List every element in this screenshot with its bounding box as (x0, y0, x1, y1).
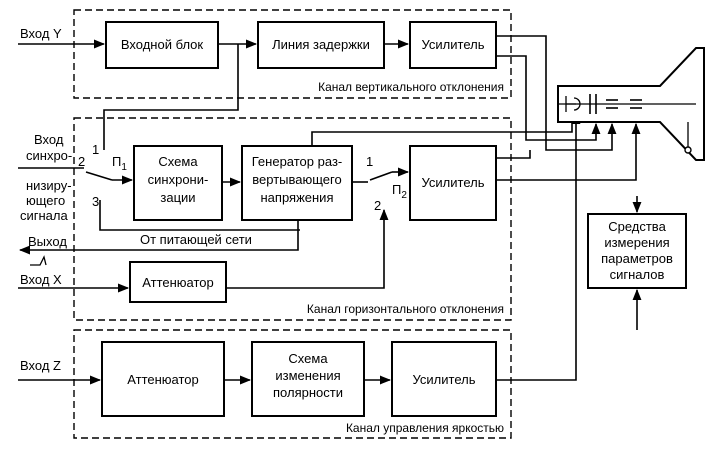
wire-attenuator-to-switch2 (226, 208, 389, 289)
wire-brightness-to-tube (496, 112, 581, 381)
wire-mains (99, 200, 300, 231)
input-y-label: Вход Y (20, 26, 62, 41)
input-z-label: Вход Z (20, 358, 61, 373)
input-block (105, 21, 219, 69)
measurement-label-2: измерения (604, 235, 669, 250)
wire-vert-amp-out-1 (496, 35, 617, 151)
input-x-label: Вход X (20, 272, 62, 287)
horizontal-amplifier-label: Усилитель (422, 175, 485, 190)
mains-label: От питающей сети (140, 232, 252, 247)
wire-hor-amp-out-1 (496, 150, 531, 159)
measurement-label-3: параметров (601, 251, 673, 266)
output-label: Выход (28, 234, 67, 249)
switch-p2-blade (369, 171, 393, 181)
attenuator-z-block (101, 341, 225, 417)
wire-hor-amp-out-2 (496, 122, 641, 181)
input-block-label: Входной блок (121, 37, 204, 52)
wire-vert-amp-out-2 (496, 55, 601, 141)
attenuator-z-label: Аттенюатор (127, 372, 199, 387)
input-sync-label-3: низиру- (26, 178, 72, 193)
sweep-generator-label-3: напряжения (261, 190, 334, 205)
horizontal-amplifier-block (409, 145, 497, 221)
horizontal-channel-group (73, 117, 512, 321)
input-sync-label-4: ющего (26, 193, 65, 208)
delay-line-label: Линия задержки (272, 37, 370, 52)
vertical-channel-group (73, 9, 512, 99)
input-sync-label-1: Вход (34, 132, 64, 147)
measurement-label-4: сигналов (610, 267, 665, 282)
horizontal-channel-label: Канал горизонтального отклонения (307, 302, 504, 316)
brightness-amplifier-block (391, 341, 497, 417)
sweep-generator-block (241, 145, 353, 221)
brightness-channel-group (73, 329, 512, 439)
sweep-generator-label-2: вертывающего (252, 172, 341, 187)
attenuator-x-label: Аттенюатор (142, 275, 214, 290)
switch-p2-pos-1: 1 (366, 154, 373, 169)
polarity-scheme-label-3: полярности (273, 385, 343, 400)
switch-p2-pos-2: 2 (374, 198, 381, 213)
sync-scheme-label-1: Схема (158, 154, 198, 169)
switch-p1-pos-1: 1 (92, 142, 99, 157)
attenuator-x-block (129, 261, 227, 303)
brightness-channel-label: Канал управления яркостью (346, 421, 504, 435)
vertical-amplifier-label: Усилитель (422, 37, 485, 52)
switch-p2-label: П2 (392, 182, 407, 201)
brightness-amplifier-label: Усилитель (413, 372, 476, 387)
sync-scheme-label-3: зации (160, 190, 195, 205)
sawtooth-icon (30, 255, 47, 266)
switch-p1-blade (85, 171, 113, 181)
vertical-amplifier-block (409, 21, 497, 69)
switch-p1-pos-2: 2 (78, 154, 85, 169)
delay-line-block (257, 21, 385, 69)
polarity-scheme-label-2: изменения (275, 368, 340, 383)
wire-sweep-output (18, 220, 299, 255)
sync-scheme-label-2: синхрони- (148, 172, 209, 187)
crt-icon (557, 47, 705, 161)
measurement-block (587, 213, 687, 289)
input-sync-label-2: синхро- (26, 148, 72, 163)
switch-p1-label: П1 (112, 154, 127, 173)
vertical-channel-label: Канал вертикального отклонения (318, 80, 504, 94)
wire-internal-sync (103, 44, 239, 150)
measurement-label-1: Средства (608, 219, 666, 234)
switch-p1-pos-3: 3 (92, 194, 99, 209)
polarity-scheme-label-1: Схема (288, 351, 328, 366)
sync-scheme-block (133, 145, 223, 221)
polarity-scheme-block (251, 341, 365, 417)
sweep-generator-label-1: Генератор раз- (252, 154, 342, 169)
input-sync-label-5: сигнала (20, 208, 68, 223)
